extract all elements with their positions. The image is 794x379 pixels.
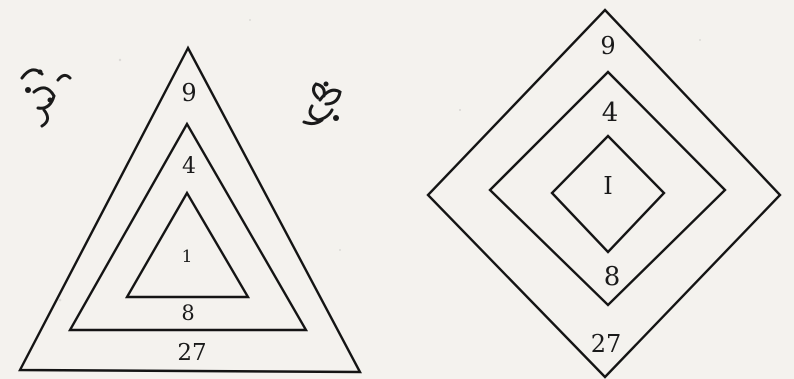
triangle-label-inner-center: 1 bbox=[182, 247, 193, 267]
nested-triangles: 9 4 1 8 27 bbox=[20, 48, 360, 372]
diamond-label-outer-bottom: 27 bbox=[591, 330, 622, 358]
triangle-label-outer-bottom: 27 bbox=[177, 340, 206, 366]
diamond-label-inner-center: I bbox=[603, 172, 612, 200]
diamond-label-middle-top: 4 bbox=[602, 98, 619, 128]
triangle-label-middle-top: 4 bbox=[182, 154, 196, 179]
paper-texture bbox=[59, 19, 701, 301]
diamond-label-inner-bottom: 8 bbox=[604, 262, 621, 292]
diamond-label-outer-top: 9 bbox=[600, 32, 615, 60]
triangle-inner bbox=[127, 193, 248, 297]
triangle-label-outer-top: 9 bbox=[181, 79, 196, 107]
fleuron-ornament-center bbox=[304, 82, 340, 124]
fleuron-ornament-left bbox=[22, 70, 70, 127]
nested-diamonds: 9 4 I 8 27 bbox=[428, 10, 780, 377]
triangle-label-inner-bottom: 8 bbox=[181, 301, 194, 325]
